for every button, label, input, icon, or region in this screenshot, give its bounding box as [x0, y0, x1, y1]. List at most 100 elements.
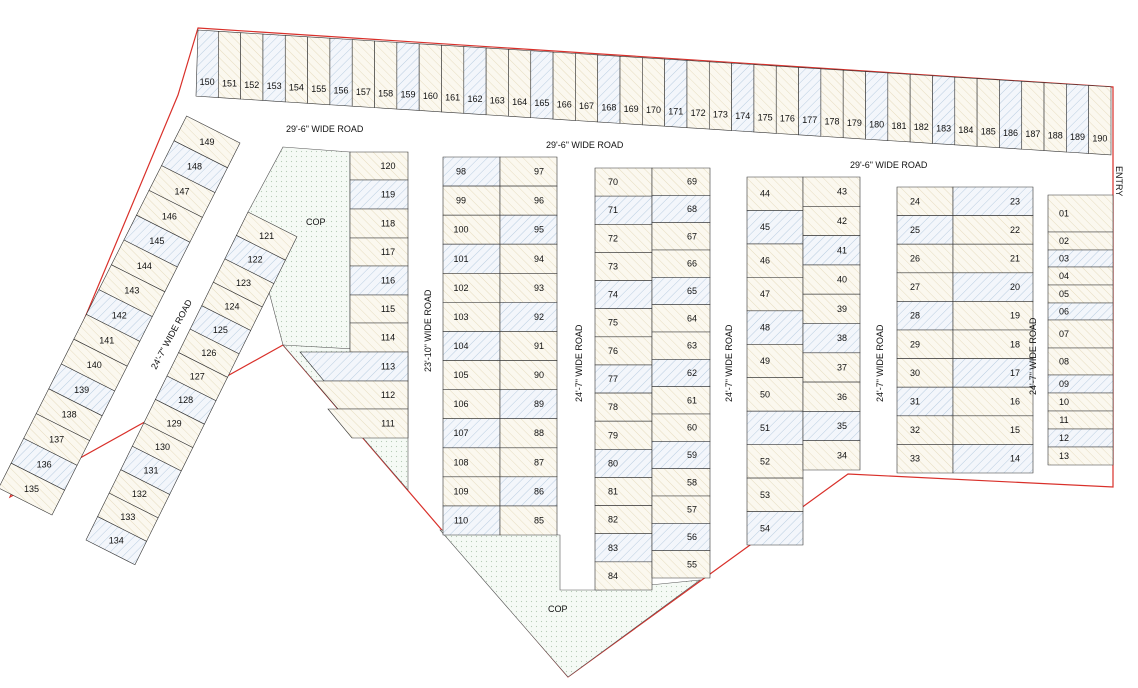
plot-40[interactable]: [802, 264, 861, 295]
plot-74[interactable]: [594, 280, 653, 309]
plot-180[interactable]: [865, 71, 889, 141]
plot-33[interactable]: [896, 444, 954, 474]
plot-103[interactable]: [442, 302, 501, 332]
plot-05[interactable]: [1047, 284, 1114, 304]
plot-20[interactable]: [952, 272, 1034, 302]
plot-38[interactable]: [802, 323, 861, 354]
plot-119[interactable]: [349, 179, 409, 210]
plot-175[interactable]: [753, 64, 777, 134]
plot-53[interactable]: [746, 477, 804, 512]
plot-185[interactable]: [976, 78, 1000, 149]
plot-41[interactable]: [802, 235, 861, 266]
plot-73[interactable]: [594, 252, 653, 281]
plot-83[interactable]: [594, 533, 653, 563]
plot-164[interactable]: [508, 49, 532, 118]
plot-64[interactable]: [651, 304, 711, 333]
plot-111[interactable]: [327, 408, 409, 439]
plot-82[interactable]: [594, 505, 653, 535]
plot-55[interactable]: [651, 550, 711, 579]
plot-150[interactable]: [195, 29, 219, 98]
plot-69[interactable]: [651, 167, 711, 196]
plot-46[interactable]: [746, 243, 804, 278]
plot-06[interactable]: [1047, 302, 1114, 321]
plot-71[interactable]: [594, 195, 653, 225]
plot-156[interactable]: [329, 37, 353, 107]
plot-14[interactable]: [952, 444, 1034, 474]
plot-59[interactable]: [651, 441, 711, 469]
plot-135[interactable]: [0, 462, 65, 516]
plot-118[interactable]: [349, 208, 409, 239]
plot-58[interactable]: [651, 468, 711, 497]
plot-57[interactable]: [651, 495, 711, 524]
plot-22[interactable]: [952, 215, 1034, 245]
plot-108[interactable]: [442, 447, 501, 478]
plot-159[interactable]: [396, 42, 420, 111]
plot-51[interactable]: [746, 410, 804, 445]
plot-109[interactable]: [442, 476, 501, 507]
plot-37[interactable]: [802, 352, 861, 383]
plot-110[interactable]: [442, 505, 501, 536]
plot-50[interactable]: [746, 377, 804, 412]
plot-186[interactable]: [999, 79, 1023, 150]
plot-16[interactable]: [952, 386, 1034, 417]
plot-03[interactable]: [1047, 249, 1114, 268]
plot-28[interactable]: [896, 301, 954, 331]
plot-72[interactable]: [594, 223, 653, 253]
plot-179[interactable]: [842, 69, 866, 140]
plot-86[interactable]: [499, 476, 558, 507]
plot-62[interactable]: [651, 359, 711, 387]
plot-90[interactable]: [499, 360, 558, 390]
plot-54[interactable]: [746, 511, 804, 546]
plot-13[interactable]: [1047, 446, 1114, 466]
plot-171[interactable]: [664, 58, 688, 128]
plot-18[interactable]: [952, 329, 1034, 359]
plot-21[interactable]: [952, 243, 1034, 274]
plot-85[interactable]: [499, 505, 558, 536]
plot-155[interactable]: [307, 36, 331, 106]
plot-169[interactable]: [619, 55, 643, 126]
plot-182[interactable]: [909, 74, 933, 144]
plot-39[interactable]: [802, 293, 861, 324]
plot-48[interactable]: [746, 310, 804, 345]
plot-177[interactable]: [798, 67, 822, 137]
plot-60[interactable]: [651, 413, 711, 442]
plot-15[interactable]: [952, 415, 1034, 445]
plot-94[interactable]: [499, 243, 558, 274]
plot-11[interactable]: [1047, 410, 1114, 430]
plot-178[interactable]: [820, 68, 844, 139]
plot-170[interactable]: [642, 57, 665, 127]
plot-44[interactable]: [746, 176, 804, 211]
plot-67[interactable]: [651, 222, 711, 251]
plot-168[interactable]: [597, 54, 621, 124]
plot-161[interactable]: [441, 44, 465, 114]
plot-77[interactable]: [594, 364, 653, 394]
plot-91[interactable]: [499, 331, 558, 361]
plot-114[interactable]: [349, 322, 409, 353]
plot-99[interactable]: [442, 185, 501, 216]
plot-95[interactable]: [499, 214, 558, 245]
plot-70[interactable]: [594, 167, 653, 197]
plot-117[interactable]: [349, 237, 409, 267]
plot-154[interactable]: [284, 35, 308, 104]
plot-165[interactable]: [530, 50, 554, 120]
plot-19[interactable]: [952, 301, 1034, 331]
plot-25[interactable]: [896, 215, 954, 245]
plot-93[interactable]: [499, 273, 558, 303]
plot-75[interactable]: [594, 308, 653, 338]
plot-98[interactable]: [442, 156, 501, 187]
plot-87[interactable]: [499, 447, 558, 478]
plot-162[interactable]: [463, 46, 487, 116]
plot-92[interactable]: [499, 302, 558, 332]
plot-134[interactable]: [85, 516, 147, 566]
plot-176[interactable]: [775, 65, 799, 136]
plot-120[interactable]: [349, 151, 409, 181]
plot-104[interactable]: [442, 331, 501, 361]
plot-107[interactable]: [442, 418, 501, 449]
plot-81[interactable]: [594, 477, 653, 506]
plot-04[interactable]: [1047, 266, 1114, 286]
plot-56[interactable]: [651, 523, 711, 551]
plot-63[interactable]: [651, 331, 711, 360]
plot-102[interactable]: [442, 273, 501, 303]
plot-49[interactable]: [746, 343, 804, 379]
plot-09[interactable]: [1047, 374, 1114, 394]
